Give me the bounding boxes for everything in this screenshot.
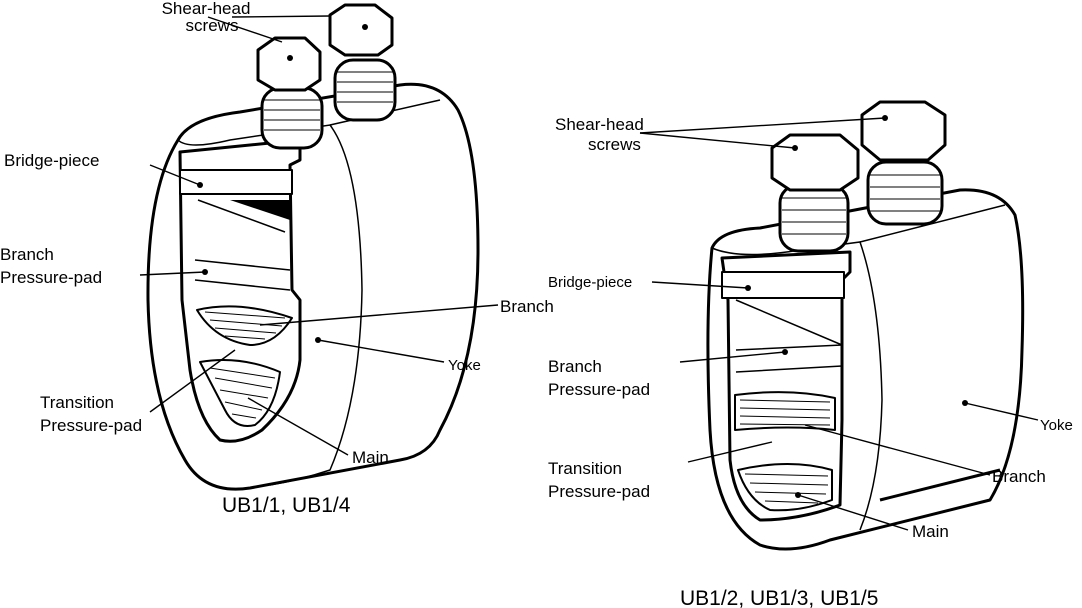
left-label-yoke: Yoke (448, 357, 481, 374)
right-caption: UB1/2, UB1/3, UB1/5 (680, 587, 878, 608)
left-label-shear-head-2: screws (186, 16, 239, 35)
left-connector-drawing (139, 3, 499, 491)
right-label-transition-pp-1: Transition (548, 459, 622, 478)
right-front-face (711, 241, 883, 531)
right-bridge-piece (721, 271, 845, 299)
left-label-shear-head-1: Shear-head (162, 0, 251, 18)
left-label-transition-pp-1: Transition (40, 393, 114, 412)
left-branch-conductor (196, 305, 293, 346)
left-label-branch: Branch (500, 297, 554, 316)
left-bridge-piece (179, 169, 293, 195)
left-front-face (177, 124, 363, 486)
right-cutaway-window (720, 250, 852, 522)
right-label-branch-pp-1: Branch (548, 357, 602, 376)
right-label-transition-pp-2: Pressure-pad (548, 482, 650, 501)
left-label-branch-pp-2: Pressure-pad (0, 268, 102, 287)
right-label-shear-head-1: Shear-head (555, 115, 644, 134)
right-label-shear-head-2: screws (588, 135, 641, 154)
right-shear-head-screw-2 (860, 100, 947, 226)
right-label-yoke: Yoke (1040, 417, 1073, 434)
left-label-main: Main (352, 448, 389, 467)
right-label-branch: Branch (992, 467, 1046, 486)
left-caption: UB1/1, UB1/4 (222, 494, 351, 517)
right-shear-head-screw-1 (770, 133, 860, 253)
left-shear-head-screw-1 (256, 36, 324, 150)
left-label-transition-pp-2: Pressure-pad (40, 416, 142, 435)
left-label-bridge-piece: Bridge-piece (4, 151, 99, 170)
right-label-bridge-piece: Bridge-piece (548, 274, 632, 291)
left-shear-head-screw-2 (328, 3, 397, 122)
right-label-main: Main (912, 522, 949, 541)
right-connector-drawing (639, 100, 1039, 551)
left-label-branch-pp-1: Branch (0, 245, 54, 264)
right-label-branch-pp-2: Pressure-pad (548, 380, 650, 399)
